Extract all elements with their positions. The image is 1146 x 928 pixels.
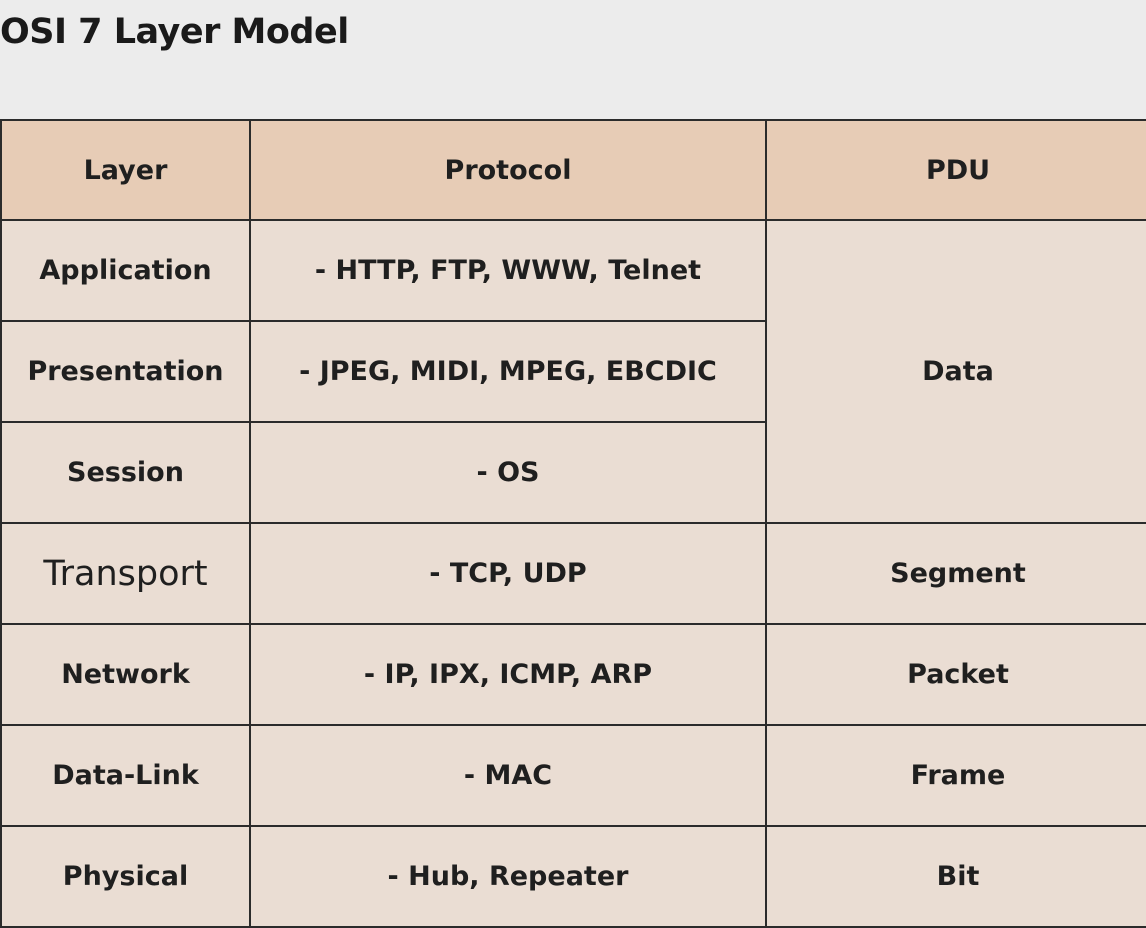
protocol-cell-transport: - TCP, UDP	[249, 522, 767, 625]
layer-cell-application: Application	[0, 219, 251, 322]
table-row: Application - HTTP, FTP, WWW, Telnet Dat…	[0, 219, 1146, 524]
table-row: Presentation - JPEG, MIDI, MPEG, EBCDIC	[0, 320, 1146, 423]
layer-cell-physical: Physical	[0, 825, 251, 928]
osi-layer-table: Layer Protocol PDU Application - HTTP, F…	[0, 119, 1146, 928]
header-protocol: Protocol	[249, 119, 767, 221]
layer-cell-presentation: Presentation	[0, 320, 251, 423]
table-row: Transport - TCP, UDP Segment	[0, 522, 1146, 625]
protocol-cell-application: - HTTP, FTP, WWW, Telnet	[249, 219, 767, 322]
table-header-row: Layer Protocol PDU	[0, 119, 1146, 221]
protocol-cell-session: - OS	[249, 421, 767, 524]
pdu-cell-segment: Segment	[765, 522, 1146, 625]
header-pdu: PDU	[765, 119, 1146, 221]
protocol-cell-network: - IP, IPX, ICMP, ARP	[249, 623, 767, 726]
layer-cell-network: Network	[0, 623, 251, 726]
pdu-cell-data: Data	[765, 219, 1146, 524]
page-title: OSI 7 Layer Model	[0, 12, 349, 52]
table-row: Session - OS	[0, 421, 1146, 524]
protocol-cell-presentation: - JPEG, MIDI, MPEG, EBCDIC	[249, 320, 767, 423]
table-row: Physical - Hub, Repeater Bit	[0, 825, 1146, 928]
layer-cell-session: Session	[0, 421, 251, 524]
pdu-cell-frame: Frame	[765, 724, 1146, 827]
protocol-cell-data-link: - MAC	[249, 724, 767, 827]
layer-cell-transport: Transport	[0, 522, 251, 625]
table-row: Data-Link - MAC Frame	[0, 724, 1146, 827]
header-layer: Layer	[0, 119, 251, 221]
table-row: Network - IP, IPX, ICMP, ARP Packet	[0, 623, 1146, 726]
pdu-cell-packet: Packet	[765, 623, 1146, 726]
pdu-cell-bit: Bit	[765, 825, 1146, 928]
protocol-cell-physical: - Hub, Repeater	[249, 825, 767, 928]
layer-cell-data-link: Data-Link	[0, 724, 251, 827]
